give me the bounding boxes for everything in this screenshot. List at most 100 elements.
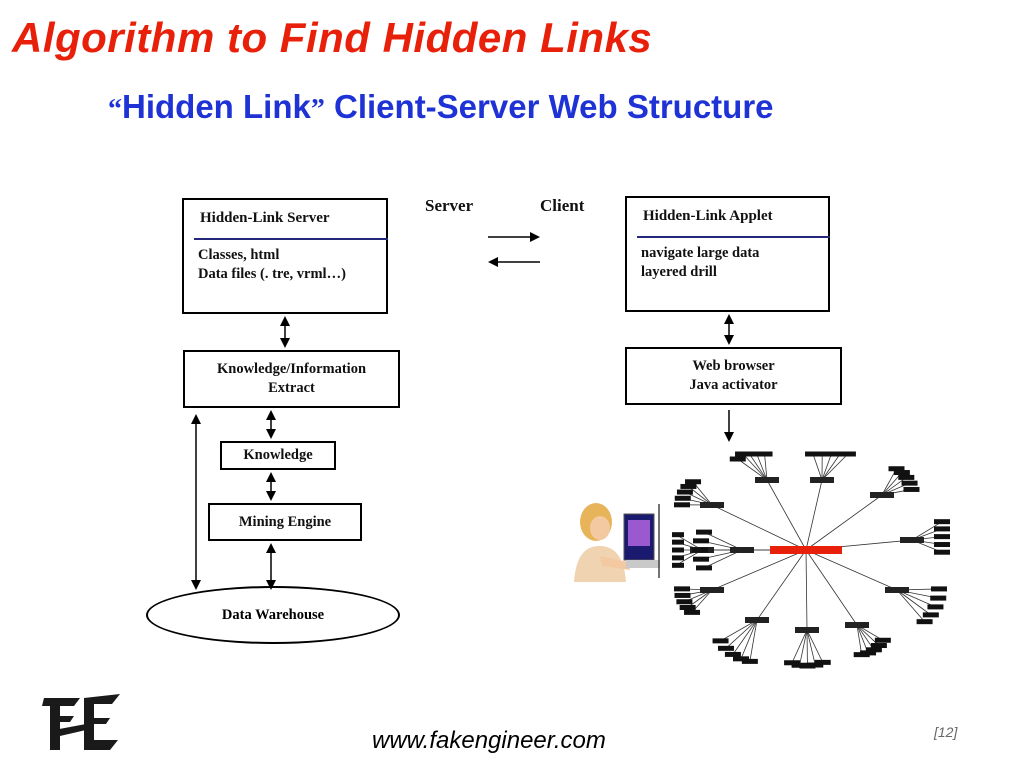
- server-box-divider: [194, 238, 388, 240]
- slide-title: Algorithm to Find Hidden Links: [12, 14, 653, 61]
- tree-hub-node: [795, 627, 819, 633]
- tree-leaf-node: [672, 555, 684, 561]
- tree-leaf-node: [676, 489, 693, 495]
- tree-hub-node: [730, 547, 754, 553]
- applet-box-line-1: navigate large data: [641, 245, 760, 261]
- knowledge-extract-line-1: Knowledge/Information: [216, 361, 367, 377]
- server-box-header: Hidden-Link Server: [200, 210, 330, 226]
- tree-leaf-node: [934, 542, 950, 548]
- fe-logo-icon: [42, 694, 120, 750]
- applet-box-line-2: layered drill: [641, 264, 717, 280]
- tree-hub-node: [700, 502, 724, 508]
- tree-hub-node: [885, 587, 909, 593]
- tree-leaf-node: [684, 609, 701, 615]
- tree-leaf-node: [922, 612, 939, 618]
- tree-leaf-node: [823, 451, 840, 457]
- tree-leaf-node: [692, 547, 708, 553]
- footer-url-link[interactable]: www.fakengineer.com: [372, 727, 606, 754]
- tree-leaf-node: [717, 645, 734, 651]
- server-box-line-2: Data files (. tre, vrml…): [198, 266, 346, 282]
- tree-leaf-node: [674, 502, 691, 508]
- tree-leaf-node: [712, 638, 729, 644]
- tree-leaf-node: [893, 470, 910, 476]
- tree-leaf-node: [756, 451, 773, 457]
- tree-leaf-node: [693, 556, 710, 562]
- knowledge-extract-box: Knowledge/Information Extract: [183, 350, 400, 408]
- knowledge-extract-line-2: Extract: [268, 380, 315, 396]
- tree-leaf-node: [901, 480, 918, 486]
- tree-leaf-node: [916, 619, 933, 625]
- tree-leaf-node: [853, 652, 870, 658]
- tree-hub-node: [755, 477, 779, 483]
- tree-leaf-node: [934, 526, 950, 532]
- tree-leaf-node: [696, 529, 713, 535]
- tree-hub-node: [900, 537, 924, 543]
- hidden-link-applet-box: Hidden-Link Applet navigate large data l…: [625, 196, 830, 312]
- tree-leaf-node: [865, 647, 882, 653]
- tree-hub-node: [745, 617, 769, 623]
- applet-box-divider: [637, 236, 830, 238]
- tree-leaf-node: [930, 586, 947, 592]
- tree-leaf-node: [870, 643, 887, 649]
- tree-leaf-node: [814, 451, 831, 457]
- tree-leaf-node: [934, 519, 950, 525]
- page-number: [12]: [934, 724, 958, 740]
- tree-hub-node: [845, 622, 869, 628]
- tree-leaf-node: [934, 549, 950, 555]
- tree-leaf-node: [679, 604, 696, 610]
- tree-leaf-node: [693, 538, 710, 544]
- client-label: Client: [540, 196, 585, 215]
- applet-box-body: navigate large data layered drill: [641, 244, 759, 282]
- server-label: Server: [425, 196, 474, 215]
- knowledge-label: Knowledge: [243, 447, 313, 463]
- tree-leaf-node: [930, 595, 947, 601]
- tree-leaf-node: [934, 534, 950, 540]
- tree-leaf-node: [674, 592, 691, 598]
- tree-leaf-node: [729, 456, 746, 462]
- data-warehouse-ellipse: Data Warehouse: [146, 586, 400, 644]
- server-box-body: Classes, html Data files (. tre, vrml…): [198, 246, 346, 284]
- slide-subtitle: “Hidden Link” Client-Server Web Structur…: [108, 88, 774, 126]
- server-box-line-1: Classes, html: [198, 247, 280, 263]
- web-browser-line-1: Web browser: [692, 358, 775, 374]
- tree-leaf-node: [672, 532, 684, 538]
- applet-box-header: Hidden-Link Applet: [643, 208, 773, 224]
- tree-leaf-node: [680, 483, 697, 489]
- tree-leaf-node: [903, 486, 920, 492]
- subtitle-rest: Client-Server Web Structure: [324, 88, 774, 125]
- web-browser-box: Web browser Java activator: [625, 347, 842, 405]
- tree-leaf-node: [874, 637, 891, 643]
- tree-hub-node: [870, 492, 894, 498]
- tree-leaf-node: [733, 656, 750, 662]
- tree-leaf-node: [784, 660, 801, 666]
- tree-leaf-node: [888, 466, 905, 472]
- tree-leaf-node: [696, 565, 713, 571]
- tree-hub-node: [810, 477, 834, 483]
- tree-leaf-node: [805, 451, 822, 457]
- data-warehouse-label: Data Warehouse: [221, 606, 325, 623]
- mining-engine-label: Mining Engine: [238, 513, 332, 530]
- tree-leaf-node: [898, 474, 915, 480]
- tree-leaf-node: [674, 586, 691, 592]
- web-browser-line-2: Java activator: [689, 377, 778, 393]
- tree-leaf-node: [685, 479, 702, 485]
- tree-leaf-node: [672, 539, 684, 545]
- knowledge-box: Knowledge: [220, 441, 336, 470]
- tree-leaf-node: [741, 658, 758, 664]
- subtitle-close-quote: ”: [310, 94, 325, 125]
- hidden-link-server-box: Hidden-Link Server Classes, html Data fi…: [182, 198, 388, 314]
- tree-hub-node: [700, 587, 724, 593]
- tree-leaf-node: [814, 659, 831, 665]
- person-at-computer-icon: [566, 500, 666, 582]
- hyperbolic-tree-browser-icon: [672, 451, 950, 669]
- tree-leaf-node: [676, 599, 693, 605]
- mining-engine-box: Mining Engine: [208, 503, 362, 541]
- tree-leaf-node: [927, 604, 944, 610]
- subtitle-open-quote: “: [108, 94, 122, 125]
- tree-leaf-node: [674, 495, 691, 501]
- tree-leaf-node: [672, 562, 684, 568]
- tree-leaf-node: [839, 451, 856, 457]
- tree-leaf-node: [724, 651, 741, 657]
- subtitle-quoted: Hidden Link: [122, 88, 311, 125]
